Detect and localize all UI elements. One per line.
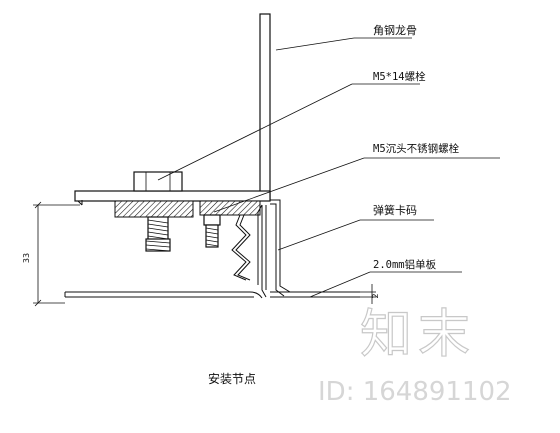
- watermark-id: ID: 164891102: [318, 377, 512, 407]
- leader-lines: [157, 37, 500, 298]
- label-bolt-m5x14: M5*14螺栓: [373, 70, 426, 83]
- label-angle-steel-keel: 角钢龙骨: [373, 24, 417, 37]
- spring-clip: [231, 214, 251, 281]
- watermark-logo: 知末: [360, 305, 476, 365]
- bolt-m5x14: [133, 171, 183, 252]
- dimension-thickness: 2: [360, 284, 380, 304]
- label-aluminum-panel: 2.0mm铝单板: [373, 258, 437, 271]
- dimension-height: 33: [22, 201, 80, 307]
- drawing-caption: 安装节点: [208, 371, 256, 386]
- countersunk-bolt: [203, 214, 221, 248]
- nut-block: [114, 200, 261, 218]
- aluminum-panel: [64, 199, 360, 299]
- dimension-height-text: 33: [22, 253, 31, 263]
- dimension-thickness-text: 2: [371, 293, 380, 298]
- label-countersunk-bolt: M5沉头不锈钢螺栓: [373, 142, 460, 155]
- label-spring-clip: 弹簧卡码: [373, 203, 417, 217]
